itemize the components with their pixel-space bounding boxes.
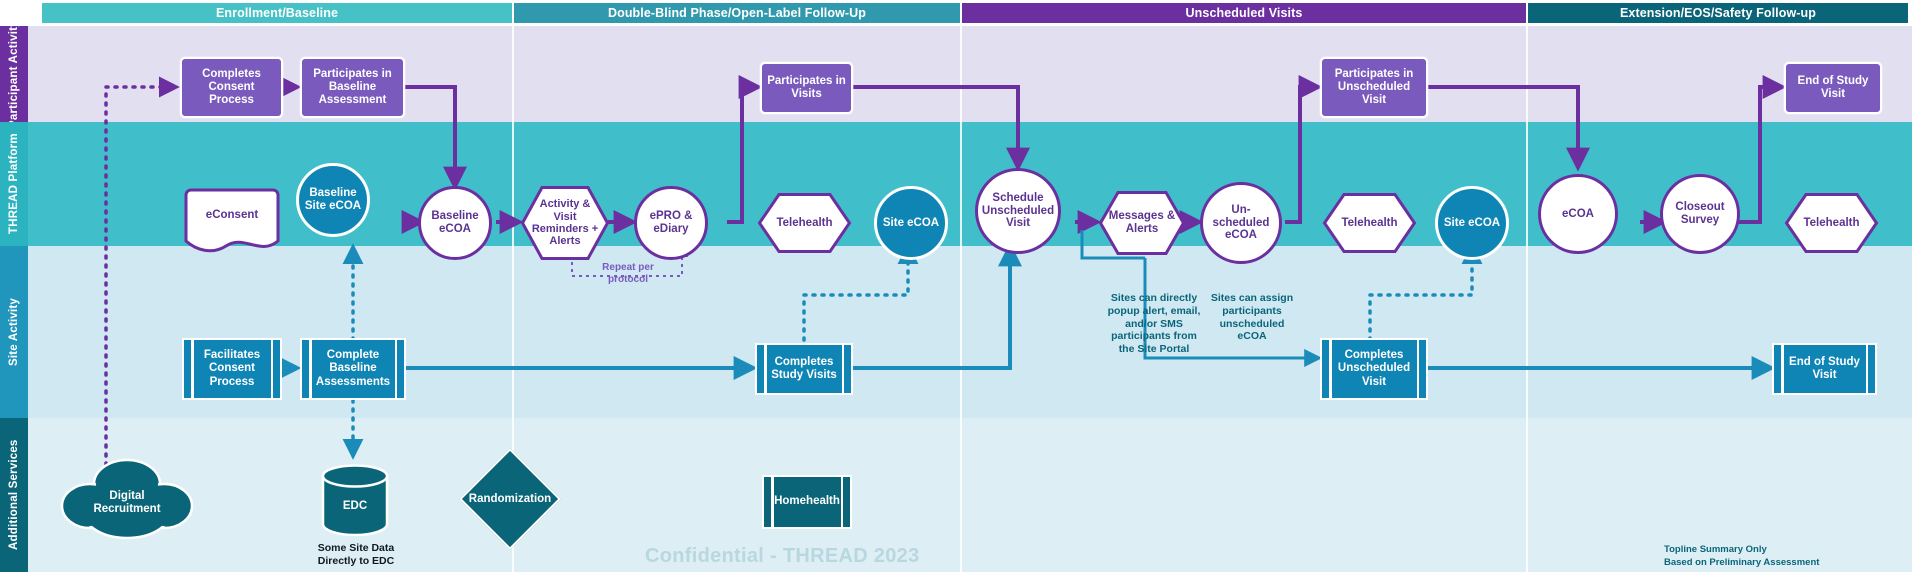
platform-node-telehealth-3[interactable]: Telehealth xyxy=(1784,192,1879,254)
phase-header-extension-eos: Extension/EOS/Safety Follow-up xyxy=(1528,3,1908,23)
platform-node-messages-alerts[interactable]: Messages & Alerts xyxy=(1098,190,1186,256)
caption-some-site-data-to-edc: Some Site Data Directly to EDC xyxy=(317,542,395,568)
platform-node-unscheduled-ecoa[interactable]: Un- scheduled eCOA xyxy=(1200,182,1282,264)
additional-node-edc-label: EDC xyxy=(342,500,368,512)
site-node-end-of-study-visit[interactable]: End of Study Visit xyxy=(1772,343,1877,395)
phase-divider-2 xyxy=(960,26,962,572)
participant-node-end-of-study-visit[interactable]: End of Study Visit xyxy=(1784,62,1882,114)
additional-node-digital-recruitment-label: Digital Recruitment xyxy=(93,489,161,515)
participant-node-participates-visits[interactable]: Participates in Visits xyxy=(760,62,853,114)
additional-node-homehealth[interactable]: Homehealth xyxy=(762,475,852,529)
platform-node-activity-visit-reminders[interactable]: Activity & Visit Reminders + Alerts xyxy=(520,185,610,261)
platform-node-telehealth-1-label: Telehealth xyxy=(776,216,833,229)
additional-node-digital-recruitment[interactable]: Digital Recruitment xyxy=(58,458,196,540)
phase-divider-3 xyxy=(1526,26,1528,572)
additional-node-edc[interactable]: EDC xyxy=(321,464,389,537)
footnote-topline-summary: Topline Summary Only Based on Preliminar… xyxy=(1664,544,1820,568)
platform-node-closeout-survey[interactable]: Closeout Survey xyxy=(1660,174,1740,254)
lane-label-site-activity: Site Activity xyxy=(0,246,28,418)
note-sites-site-portal: Sites can directly popup alert, email, a… xyxy=(1107,292,1201,356)
participant-node-completes-consent[interactable]: Completes Consent Process xyxy=(180,57,283,118)
platform-node-ecoa[interactable]: eCOA xyxy=(1538,174,1618,254)
additional-node-randomization[interactable]: Randomization xyxy=(459,448,561,550)
platform-node-site-ecoa-1[interactable]: Site eCOA xyxy=(874,186,948,260)
site-node-completes-unscheduled-visit[interactable]: Completes Unscheduled Visit xyxy=(1320,338,1428,400)
participant-node-participates-unscheduled-visit[interactable]: Participates in Unscheduled Visit xyxy=(1320,57,1428,118)
platform-node-telehealth-1[interactable]: Telehealth xyxy=(757,192,852,254)
platform-node-telehealth-2[interactable]: Telehealth xyxy=(1322,192,1417,254)
phase-header-enrollment-baseline: Enrollment/Baseline xyxy=(42,3,512,23)
lane-label-thread-platform: THREAD Platform xyxy=(0,122,28,246)
site-node-complete-baseline-assessments[interactable]: Complete Baseline Assessments xyxy=(300,338,406,400)
participant-node-baseline-assessment[interactable]: Participates in Baseline Assessment xyxy=(300,57,405,118)
watermark-confidential: Confidential - THREAD 2023 xyxy=(645,545,920,567)
platform-node-activity-visit-reminders-label: Activity & Visit Reminders + Alerts xyxy=(531,198,599,248)
platform-node-epro-ediary[interactable]: ePRO & eDiary xyxy=(634,186,708,260)
platform-node-telehealth-3-label: Telehealth xyxy=(1803,216,1860,229)
site-node-completes-study-visits[interactable]: Completes Study Visits xyxy=(755,343,853,395)
platform-node-baseline-ecoa[interactable]: Baseline eCOA xyxy=(418,186,492,260)
platform-node-econsent-label: eConsent xyxy=(205,208,259,221)
platform-node-telehealth-2-label: Telehealth xyxy=(1341,216,1398,229)
phase-header-double-blind: Double-Blind Phase/Open-Label Follow-Up xyxy=(514,3,960,23)
additional-node-randomization-label: Randomization xyxy=(468,493,552,505)
site-node-facilitates-consent[interactable]: Facilitates Consent Process xyxy=(182,338,282,400)
note-sites-assign-ecoa: Sites can assign participants unschedule… xyxy=(1210,292,1294,343)
note-repeat-per-protocol: Repeat per protocol xyxy=(602,262,654,285)
platform-node-messages-alerts-label: Messages & Alerts xyxy=(1108,210,1176,235)
lane-label-additional-services: Additional Services xyxy=(0,418,28,572)
phase-divider-1 xyxy=(512,26,514,572)
platform-node-site-ecoa-2[interactable]: Site eCOA xyxy=(1435,186,1509,260)
phase-header-unscheduled-visits: Unscheduled Visits xyxy=(962,3,1526,23)
platform-node-econsent[interactable]: eConsent xyxy=(182,186,282,258)
lane-label-participant-activity: Participant Activity xyxy=(0,20,28,128)
platform-node-baseline-site-ecoa[interactable]: Baseline Site eCOA xyxy=(296,163,370,237)
platform-node-schedule-unscheduled-visit[interactable]: Schedule Unscheduled Visit xyxy=(975,168,1061,254)
